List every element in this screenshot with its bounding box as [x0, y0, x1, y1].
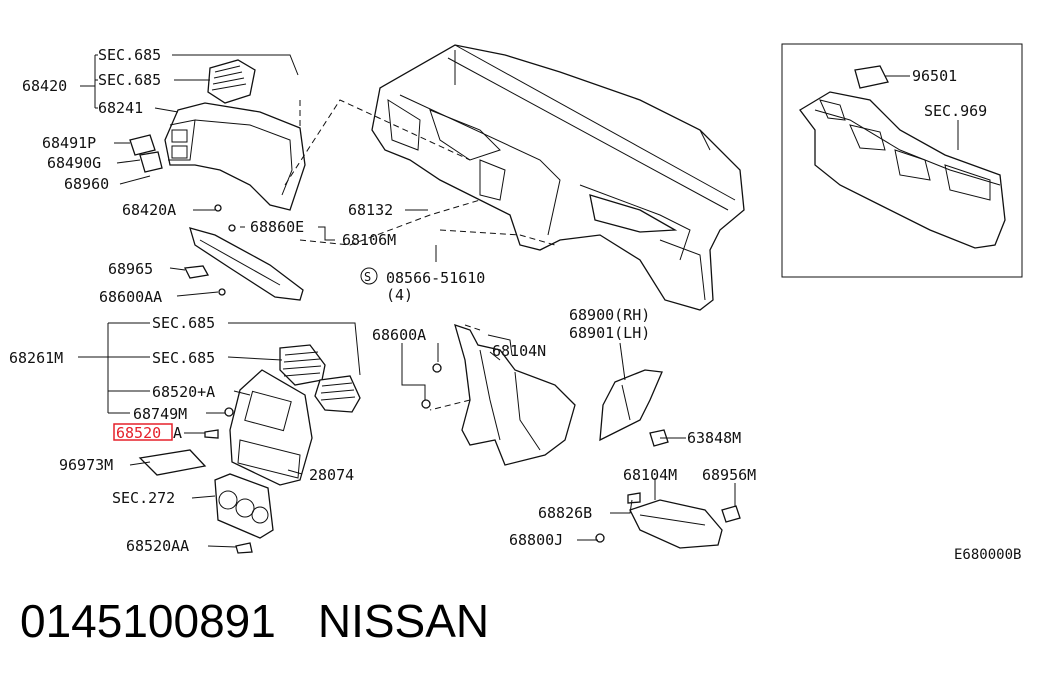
lower-panel-strip: [189, 227, 304, 301]
label-28074: 28074: [309, 466, 354, 484]
leader-lines: [78, 54, 959, 548]
label-sec685-d: SEC.685: [152, 349, 215, 367]
footer-caption: 0145100891 NISSAN: [20, 594, 531, 648]
clip-68956M: [721, 505, 741, 523]
clip-68749M: [224, 407, 234, 417]
pad-96973M: [138, 449, 207, 476]
console-lid-96501: [854, 65, 889, 89]
label-sec272: SEC.272: [112, 489, 175, 507]
screw-symbol: S: [364, 270, 371, 284]
highlight-box-68520: [113, 423, 173, 441]
label-68520-suffix: A: [173, 424, 182, 442]
parts-diagram: SEC.685 68420 SEC.685 68241 68491P 68490…: [9, 43, 1023, 563]
label-68520-highlighted: 68520: [116, 424, 161, 442]
side-bracket-68900: [599, 369, 663, 442]
bracket-68104N: [454, 323, 576, 466]
label-68800J: 68800J: [509, 531, 563, 549]
label-68106M: 68106M: [342, 231, 396, 249]
instrument-panel: [371, 44, 745, 311]
label-68420A: 68420A: [122, 201, 176, 219]
clip-68826B: [627, 492, 641, 504]
label-68956M: 68956M: [702, 466, 756, 484]
label-68491P: 68491P: [42, 134, 96, 152]
center-finisher: [229, 369, 313, 486]
screw-68600A: [421, 363, 442, 409]
label-sec685-a: SEC.685: [98, 46, 161, 64]
lower-cover-68104M: [629, 499, 723, 549]
console-inset-frame: [781, 43, 1023, 278]
label-68104M: 68104M: [623, 466, 677, 484]
label-sec969: SEC.969: [924, 102, 987, 120]
diagram-code: E680000B: [954, 547, 1021, 563]
cluster-panel-sec272: [214, 473, 274, 539]
label-63848M: 63848M: [687, 429, 741, 447]
meter-hood: [164, 102, 306, 211]
center-vent-lower: [314, 375, 361, 413]
label-68261M: 68261M: [9, 349, 63, 367]
part-labels: SEC.685 68420 SEC.685 68241 68491P 68490…: [9, 46, 1021, 563]
clip-68965: [184, 265, 210, 279]
clip-68491P: [129, 134, 163, 173]
label-68826B: 68826B: [538, 504, 592, 522]
screw-68800J: [595, 533, 605, 543]
label-08566-qty: (4): [386, 286, 413, 304]
footer-brand: NISSAN: [317, 595, 490, 647]
label-68600AA: 68600AA: [99, 288, 162, 306]
label-sec685-c: SEC.685: [152, 314, 215, 332]
label-68490G: 68490G: [47, 154, 101, 172]
label-68420: 68420: [22, 77, 67, 95]
label-68860E: 68860E: [250, 218, 304, 236]
console: [799, 91, 1006, 249]
label-68965: 68965: [108, 260, 153, 278]
label-68901: 68901(LH): [569, 324, 650, 342]
label-96501: 96501: [912, 67, 957, 85]
label-68960: 68960: [64, 175, 109, 193]
label-68520pA: 68520+A: [152, 383, 215, 401]
screw-68520A: [204, 429, 219, 439]
label-68600A: 68600A: [372, 326, 426, 344]
label-68104N: 68104N: [492, 342, 546, 360]
screw-68520AA: [235, 542, 253, 554]
label-08566-51610: 08566-51610: [386, 269, 485, 287]
label-96973M: 96973M: [59, 456, 113, 474]
screw-symbol-circle: [360, 267, 378, 285]
label-68132: 68132: [348, 201, 393, 219]
center-vent-upper: [279, 344, 326, 386]
label-sec685-b: SEC.685: [98, 71, 161, 89]
clip-63848M: [649, 429, 669, 447]
side-vent-top: [207, 59, 256, 104]
label-68520AA: 68520AA: [126, 537, 189, 555]
label-68900: 68900(RH): [569, 306, 650, 324]
footer-part-number: 0145100891: [20, 595, 276, 647]
label-68241: 68241: [98, 99, 143, 117]
clip-68420A: [214, 204, 236, 296]
label-68749M: 68749M: [133, 405, 187, 423]
